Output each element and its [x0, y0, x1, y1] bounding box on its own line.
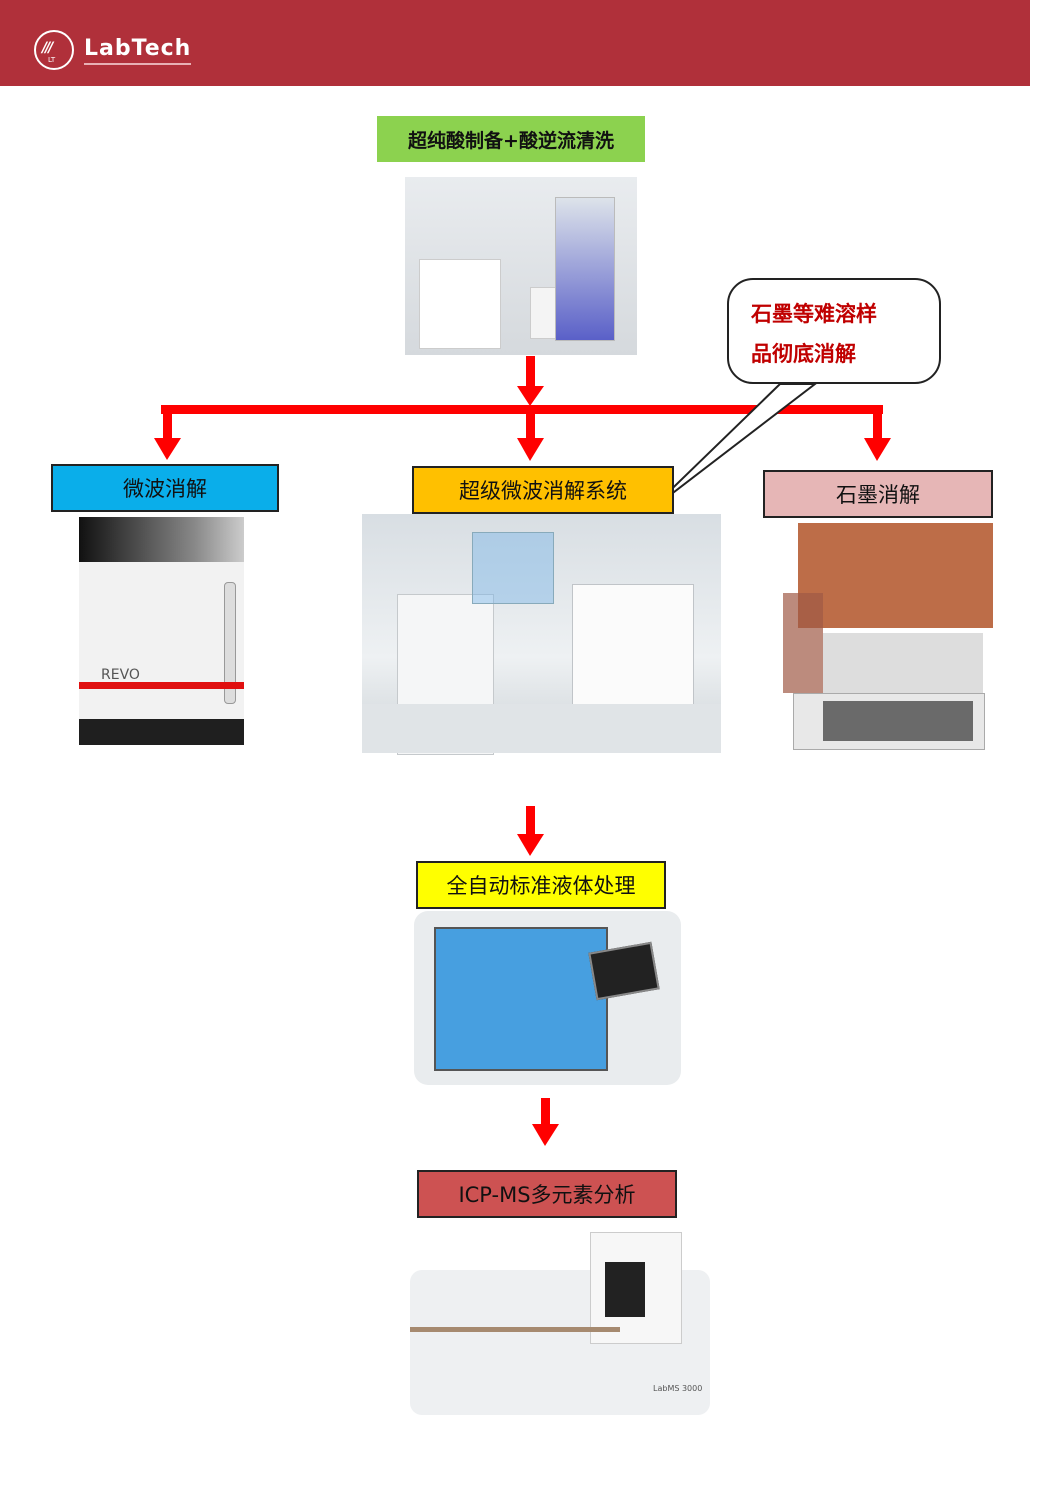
step-auto-liquid-handling: 全自动标准液体处理 [416, 861, 666, 909]
arrow-head-right [864, 438, 891, 461]
brand-name: LabTech [84, 36, 192, 65]
step-microwave-digestion: 微波消解 [51, 464, 279, 512]
arrow-head-top [517, 386, 544, 406]
arrow-head-icp [532, 1124, 559, 1146]
arrow-shaft-top [526, 356, 535, 388]
logo-icon: /// LT [34, 30, 74, 70]
labms-label: LabMS 3000 [653, 1384, 703, 1393]
arrow-head-left [154, 438, 181, 460]
arrow-head-auto [517, 834, 544, 856]
icp-ms-image: LabMS 3000 [385, 1232, 720, 1422]
liquid-handler-image [414, 911, 681, 1085]
step-ultrapure-acid: 超纯酸制备+酸逆流清洗 [377, 116, 645, 162]
step-graphite-digestion: 石墨消解 [763, 470, 993, 518]
callout-tail [647, 383, 818, 513]
graphite-digestion-image [783, 523, 993, 753]
arrow-head-center [517, 438, 544, 461]
header-banner: /// LT LabTech [0, 0, 1030, 86]
callout-bubble: 石墨等难溶样 品彻底消解 [727, 278, 941, 384]
microwave-image: REVO [79, 517, 244, 745]
revo-label: REVO [101, 667, 140, 683]
labtech-logo: /// LT LabTech [34, 30, 192, 70]
branch-bar [161, 405, 883, 414]
step-icp-ms-analysis: ICP-MS多元素分析 [417, 1170, 677, 1218]
super-microwave-image [362, 514, 721, 755]
step-super-microwave: 超级微波消解系统 [412, 466, 674, 514]
acid-system-image [405, 177, 637, 355]
